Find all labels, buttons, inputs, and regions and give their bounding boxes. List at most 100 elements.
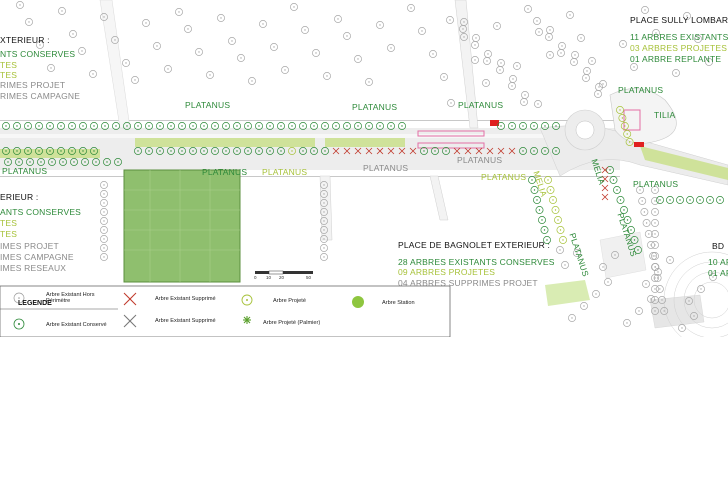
tree-existing-kept-icon xyxy=(266,122,274,130)
tree-projected-icon xyxy=(556,226,565,234)
tree-existing-kept-icon xyxy=(103,158,111,166)
tree-existing-kept-icon xyxy=(540,226,549,234)
tree-existing-kept-icon xyxy=(376,122,384,130)
tree-existing-outside-icon xyxy=(472,34,480,42)
tree-removed-red-cross-icon xyxy=(332,147,340,155)
scale-label: 20 xyxy=(279,275,285,280)
place-sully-line: 01 ARBRE REPLANTE xyxy=(630,54,722,64)
tree-existing-outside-icon xyxy=(557,49,565,57)
tree-removed-red-cross-icon xyxy=(486,147,494,155)
tree-existing-outside-icon xyxy=(638,197,647,205)
tree-existing-outside-icon xyxy=(573,249,581,257)
tree-existing-kept-icon xyxy=(167,122,175,130)
tree-existing-outside-icon xyxy=(697,285,705,293)
tree-existing-kept-icon xyxy=(630,236,639,244)
tree-existing-kept-icon xyxy=(24,147,32,155)
tree-existing-kept-icon xyxy=(321,122,329,130)
tree-existing-outside-icon xyxy=(78,47,86,55)
left-block-line: IMES CAMPAGNE xyxy=(0,252,74,262)
tree-existing-kept-icon xyxy=(541,122,549,130)
tree-existing-outside-icon xyxy=(611,251,619,259)
tree-existing-outside-icon xyxy=(418,27,426,35)
tree-existing-kept-icon xyxy=(35,147,43,155)
tree-existing-outside-icon xyxy=(690,312,698,320)
place-sully-line: 03 ARBRES PROJETES xyxy=(630,43,728,53)
species-label: PLATANUS xyxy=(262,167,308,177)
tree-existing-outside-icon xyxy=(100,253,108,261)
tree-existing-outside-icon xyxy=(644,230,653,238)
tree-existing-outside-icon xyxy=(320,217,328,225)
legend-box xyxy=(0,285,451,337)
tree-existing-kept-icon xyxy=(255,122,263,130)
tree-existing-outside-icon xyxy=(651,197,659,205)
tree-existing-kept-icon xyxy=(57,122,65,130)
tree-existing-outside-icon xyxy=(482,79,490,87)
tree-existing-outside-icon xyxy=(460,18,468,26)
tree-existing-kept-icon xyxy=(656,196,664,204)
tree-existing-outside-icon xyxy=(651,263,659,271)
tree-existing-outside-icon xyxy=(683,12,691,20)
species-label: PLATANUS xyxy=(185,100,231,110)
species-label: PLATANUS xyxy=(458,100,504,110)
left-block-line: RIMES PROJET xyxy=(0,80,66,90)
tree-existing-kept-icon xyxy=(233,147,241,155)
tree-existing-outside-icon xyxy=(580,302,588,310)
tree-existing-outside-icon xyxy=(320,226,328,234)
tree-existing-outside-icon xyxy=(508,82,516,90)
tree-existing-outside-icon xyxy=(599,263,607,271)
tree-existing-kept-icon xyxy=(26,158,34,166)
tree-projected-icon xyxy=(551,206,560,214)
median-strip-west xyxy=(0,149,100,158)
tree-removed-red-cross-icon xyxy=(601,166,609,174)
tree-existing-outside-icon xyxy=(460,33,468,41)
tree-existing-kept-icon xyxy=(519,147,527,155)
tree-existing-kept-icon xyxy=(530,147,538,155)
tree-existing-kept-icon xyxy=(79,147,87,155)
tree-existing-outside-icon xyxy=(497,59,505,67)
tree-projected-icon xyxy=(623,130,632,138)
tree-existing-kept-icon xyxy=(431,147,439,155)
tree-removed-red-cross-icon xyxy=(365,147,373,155)
tree-existing-kept-icon xyxy=(35,122,43,130)
tree-existing-outside-icon xyxy=(312,49,320,57)
tree-projected-icon xyxy=(554,216,562,224)
tree-existing-outside-icon xyxy=(566,11,574,19)
tree-existing-kept-icon xyxy=(244,122,252,130)
tree-existing-outside-icon xyxy=(483,57,491,65)
tree-existing-kept-icon xyxy=(46,147,54,155)
tree-existing-outside-icon xyxy=(100,190,108,198)
tree-existing-outside-icon xyxy=(660,307,669,315)
tree-existing-outside-icon xyxy=(175,8,183,16)
tree-existing-kept-icon xyxy=(541,147,549,155)
tree-existing-outside-icon xyxy=(592,290,600,298)
tree-existing-kept-icon xyxy=(178,147,186,155)
place-sully-title: PLACE SULLY LOMBAR xyxy=(630,15,728,25)
tree-existing-outside-icon xyxy=(520,98,528,106)
tree-existing-outside-icon xyxy=(685,297,693,305)
tree-existing-outside-icon xyxy=(599,80,607,88)
tree-existing-outside-icon xyxy=(446,16,454,24)
tree-existing-outside-icon xyxy=(636,186,644,194)
tree-existing-outside-icon xyxy=(604,278,612,286)
right-edge-label: 10 AR xyxy=(708,257,728,267)
tree-rows xyxy=(2,1,724,332)
tree-existing-outside-icon xyxy=(568,314,576,322)
tree-existing-outside-icon xyxy=(653,274,662,282)
tree-existing-kept-icon xyxy=(606,166,614,174)
tree-existing-outside-icon xyxy=(641,6,649,14)
left-block-line: TES xyxy=(0,70,18,80)
tree-existing-outside-icon xyxy=(376,21,384,29)
tree-existing-outside-icon xyxy=(195,48,203,56)
palm-projected-icon xyxy=(243,316,251,324)
tree-existing-outside-icon xyxy=(142,19,150,27)
tree-existing-kept-icon xyxy=(288,122,296,130)
tree-existing-kept-icon xyxy=(538,216,546,224)
tree-existing-outside-icon xyxy=(320,253,328,261)
species-label: PLATANUS xyxy=(2,166,48,176)
scale-bar xyxy=(255,270,313,275)
tree-existing-outside-icon xyxy=(100,235,108,243)
tree-existing-kept-icon xyxy=(519,122,527,130)
tree-existing-outside-icon xyxy=(635,307,643,315)
tree-existing-outside-icon xyxy=(535,28,543,36)
tree-existing-kept-icon xyxy=(59,158,67,166)
